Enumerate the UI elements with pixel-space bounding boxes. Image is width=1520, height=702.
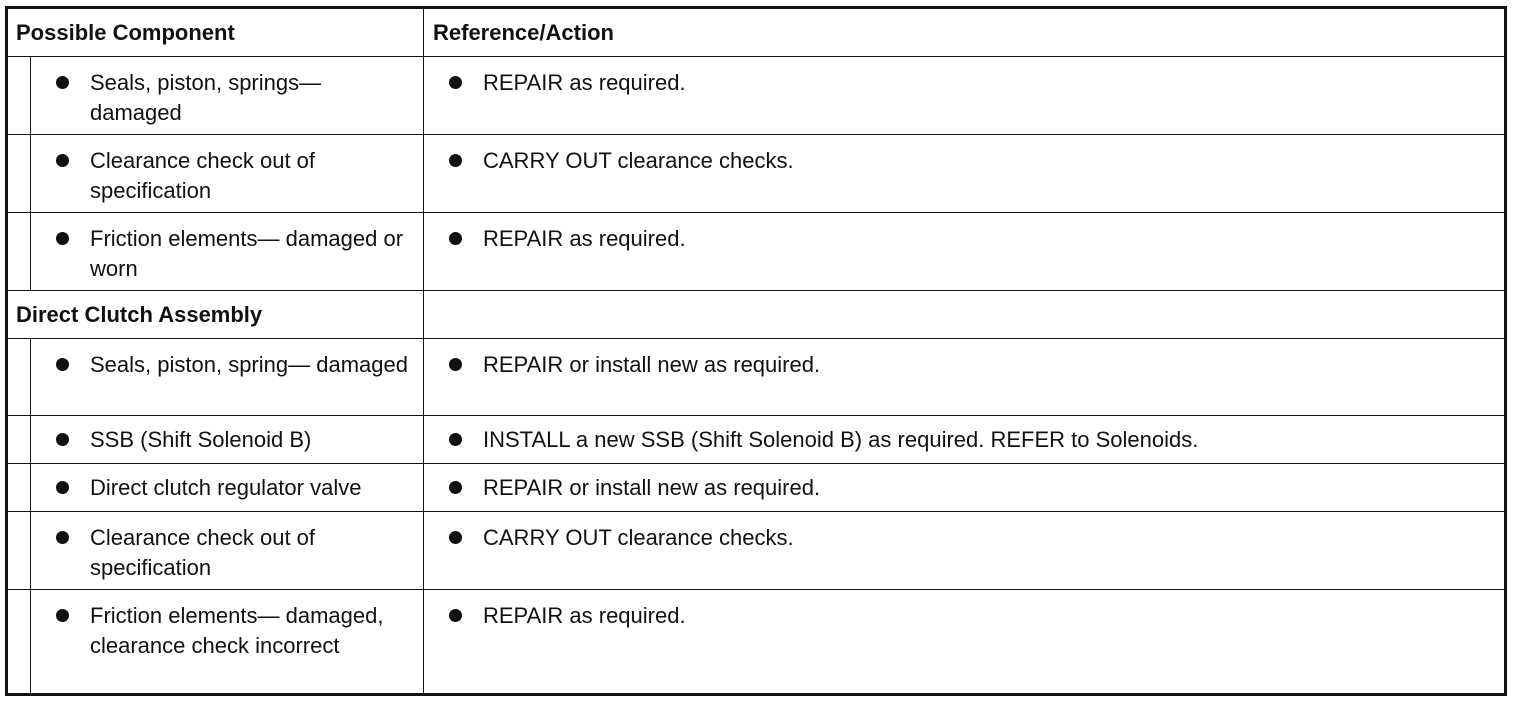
component-text: Friction elements— damaged, clearance ch…: [90, 603, 384, 658]
section-heading-direct-clutch-assembly: Direct Clutch Assembly: [16, 302, 263, 327]
bullet-icon: [449, 76, 462, 89]
action-text: REPAIR or install new as required.: [483, 352, 821, 377]
column-header-possible-component: Possible Component: [16, 20, 235, 45]
table-row: Friction elements— damaged, clearance ch…: [8, 590, 1504, 693]
component-item: SSB (Shift Solenoid B): [56, 425, 416, 455]
bullet-icon: [449, 433, 462, 446]
component-item: Clearance check out of specification: [56, 523, 416, 583]
component-item: Seals, piston, spring— damaged: [56, 350, 416, 380]
component-text: Clearance check out of specification: [90, 525, 316, 580]
action-item: REPAIR as required.: [449, 68, 1499, 98]
component-cell: Direct clutch regulator valve: [8, 464, 424, 511]
action-text: CARRY OUT clearance checks.: [483, 148, 794, 173]
table-header-row: Possible Component Reference/Action: [8, 9, 1504, 57]
action-item: INSTALL a new SSB (Shift Solenoid B) as …: [449, 425, 1499, 455]
indent-divider: [30, 135, 31, 212]
action-cell: INSTALL a new SSB (Shift Solenoid B) as …: [424, 416, 1504, 463]
section-row: Direct Clutch Assembly: [8, 291, 1504, 339]
component-text: Friction elements— damaged or worn: [90, 226, 404, 281]
indent-divider: [30, 57, 31, 134]
component-item: Seals, piston, springs— damaged: [56, 68, 416, 128]
indent-divider: [30, 512, 31, 589]
component-item: Clearance check out of specification: [56, 146, 416, 206]
bullet-icon: [449, 531, 462, 544]
action-text: REPAIR or install new as required.: [483, 475, 821, 500]
section-cell: Direct Clutch Assembly: [8, 291, 424, 338]
bullet-icon: [56, 154, 69, 167]
component-text: Seals, piston, springs— damaged: [90, 70, 322, 125]
action-cell: REPAIR as required.: [424, 213, 1504, 290]
component-text: Seals, piston, spring— damaged: [90, 352, 408, 377]
bullet-icon: [449, 609, 462, 622]
action-item: REPAIR as required.: [449, 601, 1499, 631]
action-item: REPAIR or install new as required.: [449, 350, 1499, 380]
action-cell: REPAIR as required.: [424, 57, 1504, 134]
section-empty-cell: [424, 291, 1504, 338]
component-cell: Clearance check out of specification: [8, 512, 424, 589]
action-text: REPAIR as required.: [483, 70, 686, 95]
component-text: Clearance check out of specification: [90, 148, 316, 203]
table-row: Direct clutch regulator valve REPAIR or …: [8, 464, 1504, 512]
indent-divider: [30, 339, 31, 415]
action-cell: REPAIR or install new as required.: [424, 464, 1504, 511]
action-cell: CARRY OUT clearance checks.: [424, 512, 1504, 589]
action-item: REPAIR or install new as required.: [449, 473, 1499, 503]
bullet-icon: [56, 232, 69, 245]
bullet-icon: [56, 76, 69, 89]
action-cell: REPAIR as required.: [424, 590, 1504, 693]
action-cell: CARRY OUT clearance checks.: [424, 135, 1504, 212]
action-item: CARRY OUT clearance checks.: [449, 523, 1499, 553]
component-item: Direct clutch regulator valve: [56, 473, 416, 503]
table-row: SSB (Shift Solenoid B) INSTALL a new SSB…: [8, 416, 1504, 464]
table-row: Friction elements— damaged or worn REPAI…: [8, 213, 1504, 291]
indent-divider: [30, 416, 31, 463]
table-row: Seals, piston, spring— damaged REPAIR or…: [8, 339, 1504, 416]
bullet-icon: [56, 609, 69, 622]
column-header-reference-action: Reference/Action: [433, 20, 614, 45]
component-text: SSB (Shift Solenoid B): [90, 427, 312, 452]
action-text: REPAIR as required.: [483, 226, 686, 251]
component-cell: Friction elements— damaged, clearance ch…: [8, 590, 424, 693]
bullet-icon: [449, 481, 462, 494]
component-text: Direct clutch regulator valve: [90, 475, 362, 500]
component-cell: SSB (Shift Solenoid B): [8, 416, 424, 463]
action-item: REPAIR as required.: [449, 224, 1499, 254]
component-cell: Seals, piston, springs— damaged: [8, 57, 424, 134]
bullet-icon: [449, 358, 462, 371]
table-row: Clearance check out of specification CAR…: [8, 512, 1504, 590]
table-row: Seals, piston, springs— damaged REPAIR a…: [8, 57, 1504, 135]
bullet-icon: [56, 358, 69, 371]
table-row: Clearance check out of specification CAR…: [8, 135, 1504, 213]
bullet-icon: [56, 531, 69, 544]
header-cell-component: Possible Component: [8, 9, 424, 56]
diagnostic-table: Possible Component Reference/Action Seal…: [5, 6, 1507, 696]
action-text: REPAIR as required.: [483, 603, 686, 628]
component-cell: Friction elements— damaged or worn: [8, 213, 424, 290]
component-item: Friction elements— damaged, clearance ch…: [56, 601, 416, 661]
indent-divider: [30, 213, 31, 290]
action-cell: REPAIR or install new as required.: [424, 339, 1504, 415]
header-cell-action: Reference/Action: [424, 9, 1504, 56]
component-cell: Clearance check out of specification: [8, 135, 424, 212]
indent-divider: [30, 590, 31, 693]
bullet-icon: [56, 481, 69, 494]
indent-divider: [30, 464, 31, 511]
action-item: CARRY OUT clearance checks.: [449, 146, 1499, 176]
bullet-icon: [449, 154, 462, 167]
bullet-icon: [56, 433, 69, 446]
component-item: Friction elements— damaged or worn: [56, 224, 416, 284]
component-cell: Seals, piston, spring— damaged: [8, 339, 424, 415]
bullet-icon: [449, 232, 462, 245]
action-text: CARRY OUT clearance checks.: [483, 525, 794, 550]
action-text: INSTALL a new SSB (Shift Solenoid B) as …: [483, 427, 1199, 452]
